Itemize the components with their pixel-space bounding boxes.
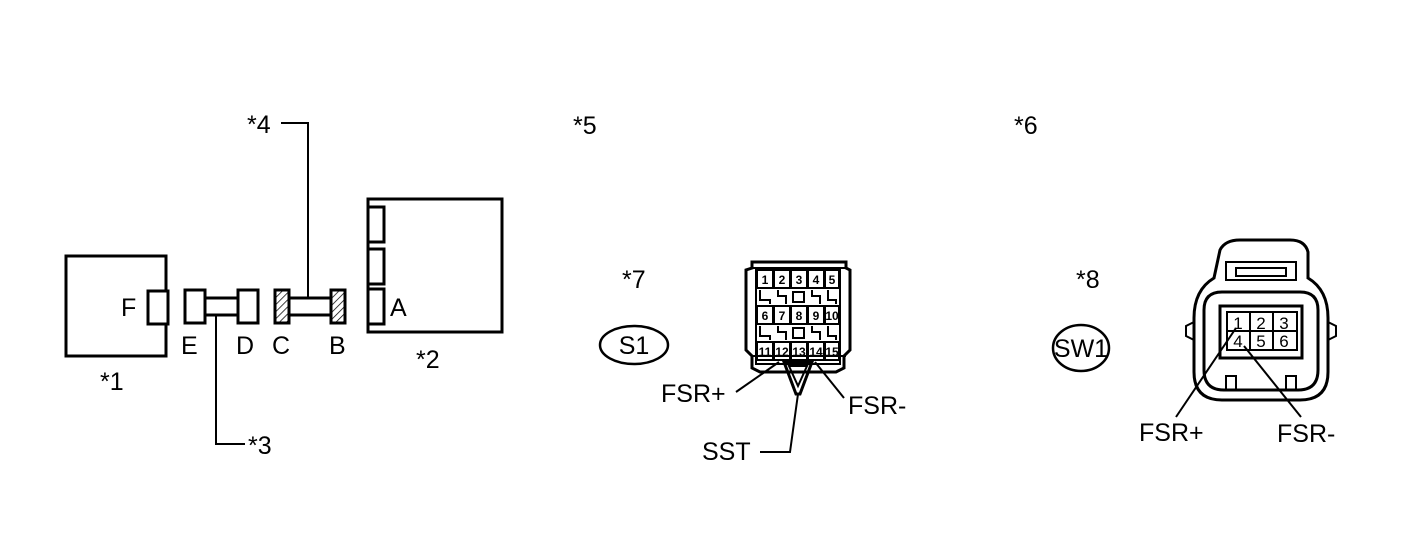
pin-5: 5 bbox=[829, 273, 836, 287]
pin6-1: 1 bbox=[1233, 314, 1242, 333]
pin-15: 15 bbox=[825, 345, 839, 359]
terminal-e-label: E bbox=[181, 332, 198, 360]
callout-6: *6 bbox=[1014, 112, 1038, 140]
terminal-c-label: C bbox=[272, 332, 290, 360]
pin-11: 11 bbox=[759, 345, 772, 359]
oval-s1-label: S1 bbox=[619, 332, 650, 360]
fsr-plus-label-15pin: FSR+ bbox=[661, 380, 726, 408]
pin-3: 3 bbox=[796, 273, 803, 287]
oval-sw1: SW1 bbox=[1051, 323, 1111, 373]
oval-sw1-label: SW1 bbox=[1054, 335, 1108, 363]
callout-5: *5 bbox=[573, 112, 597, 140]
pin6-2: 2 bbox=[1256, 314, 1265, 333]
pin-6: 6 bbox=[762, 309, 769, 323]
oval-s1: S1 bbox=[598, 324, 670, 366]
connector-15-pin: 1 2 3 4 5 6 7 8 9 10 11 12 13 14 15 FSR+… bbox=[661, 260, 906, 466]
terminal-a-label: A bbox=[390, 294, 407, 322]
terminal-b-label: B bbox=[329, 332, 346, 360]
pin-2: 2 bbox=[779, 273, 786, 287]
pin6-4: 4 bbox=[1233, 332, 1242, 351]
sst-label: SST bbox=[702, 438, 751, 466]
pin6-6: 6 bbox=[1279, 332, 1288, 351]
pin-4: 4 bbox=[813, 273, 820, 287]
pin6-5: 5 bbox=[1256, 332, 1265, 351]
terminal-f-label: F bbox=[121, 294, 136, 322]
pin-1: 1 bbox=[762, 273, 769, 287]
fsr-plus-label-6pin: FSR+ bbox=[1139, 419, 1204, 447]
pin-13: 13 bbox=[792, 345, 806, 359]
component-2: A *2 bbox=[366, 197, 504, 374]
callout-8: *8 bbox=[1076, 266, 1100, 294]
callout-1: *1 bbox=[100, 368, 124, 396]
pin-14: 14 bbox=[809, 345, 823, 359]
sub-harness-3: E D *3 bbox=[181, 288, 272, 460]
component-1: F *1 bbox=[64, 254, 170, 396]
pin-10: 10 bbox=[825, 309, 839, 323]
pin-12: 12 bbox=[775, 345, 789, 359]
sub-harness-4: *4 C B bbox=[247, 111, 347, 360]
callout-4: *4 bbox=[247, 111, 271, 139]
callout-2: *2 bbox=[416, 346, 440, 374]
connector-6-pin: 1 2 3 4 5 6 FSR+ FSR- bbox=[1139, 238, 1337, 448]
pin6-3: 3 bbox=[1279, 314, 1288, 333]
pin-9: 9 bbox=[813, 309, 820, 323]
pin-7: 7 bbox=[779, 309, 786, 323]
fsr-minus-label-6pin: FSR- bbox=[1277, 420, 1335, 448]
fsr-minus-label-15pin: FSR- bbox=[848, 392, 906, 420]
pin-8: 8 bbox=[796, 309, 803, 323]
callout-7: *7 bbox=[622, 266, 646, 294]
callout-3: *3 bbox=[248, 432, 272, 460]
terminal-d-label: D bbox=[236, 332, 254, 360]
